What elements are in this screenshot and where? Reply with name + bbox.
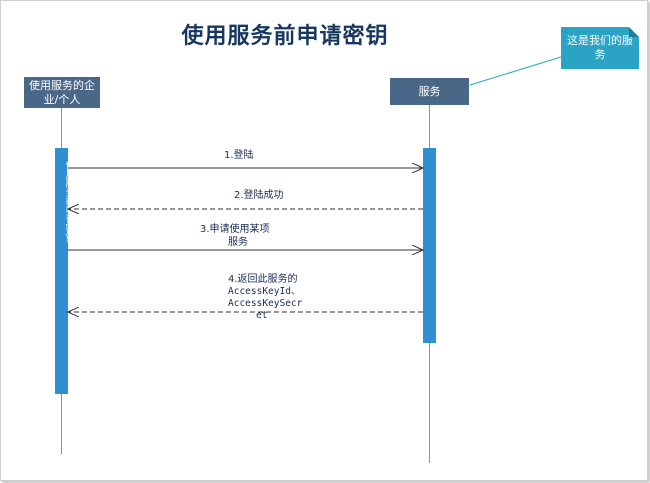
actor-client: 使用服务的企业/个人 bbox=[24, 77, 100, 108]
service-note-text: 这是我们的服务 bbox=[567, 34, 633, 61]
note-fold-corner bbox=[629, 27, 639, 37]
actor-service: 服务 bbox=[390, 78, 469, 105]
activation-bar-service bbox=[423, 148, 436, 343]
activation-label: 使用服务前申请密钥 bbox=[63, 160, 74, 241]
message-4-label: 4.返回此服务的 AccessKeyId、 AccessKeySecr et bbox=[228, 274, 318, 322]
message-4-label-line-1: 4.返回此服务的 bbox=[228, 274, 298, 285]
diagram-title: 使用服务前申请密钥 bbox=[181, 24, 389, 49]
message-4-label-line-4: et bbox=[256, 310, 268, 321]
actor-service-label: 服务 bbox=[418, 84, 441, 98]
service-note: 这是我们的服务 bbox=[561, 27, 639, 69]
activation-bar-client bbox=[55, 148, 68, 394]
message-3-label-line-2: 服务 bbox=[228, 237, 248, 248]
message-2-label: 2.登陆成功 bbox=[234, 190, 284, 201]
actor-client-label: 使用服务的企业/个人 bbox=[29, 78, 95, 106]
note-connector bbox=[469, 56, 562, 86]
message-4-label-line-2: AccessKeyId、 bbox=[228, 286, 301, 297]
message-4-label-line-3: AccessKeySecr bbox=[228, 298, 303, 309]
message-3-label-line-1: 3.申请使用某项 bbox=[200, 224, 270, 235]
message-1-label: 1.登陆 bbox=[224, 150, 254, 161]
